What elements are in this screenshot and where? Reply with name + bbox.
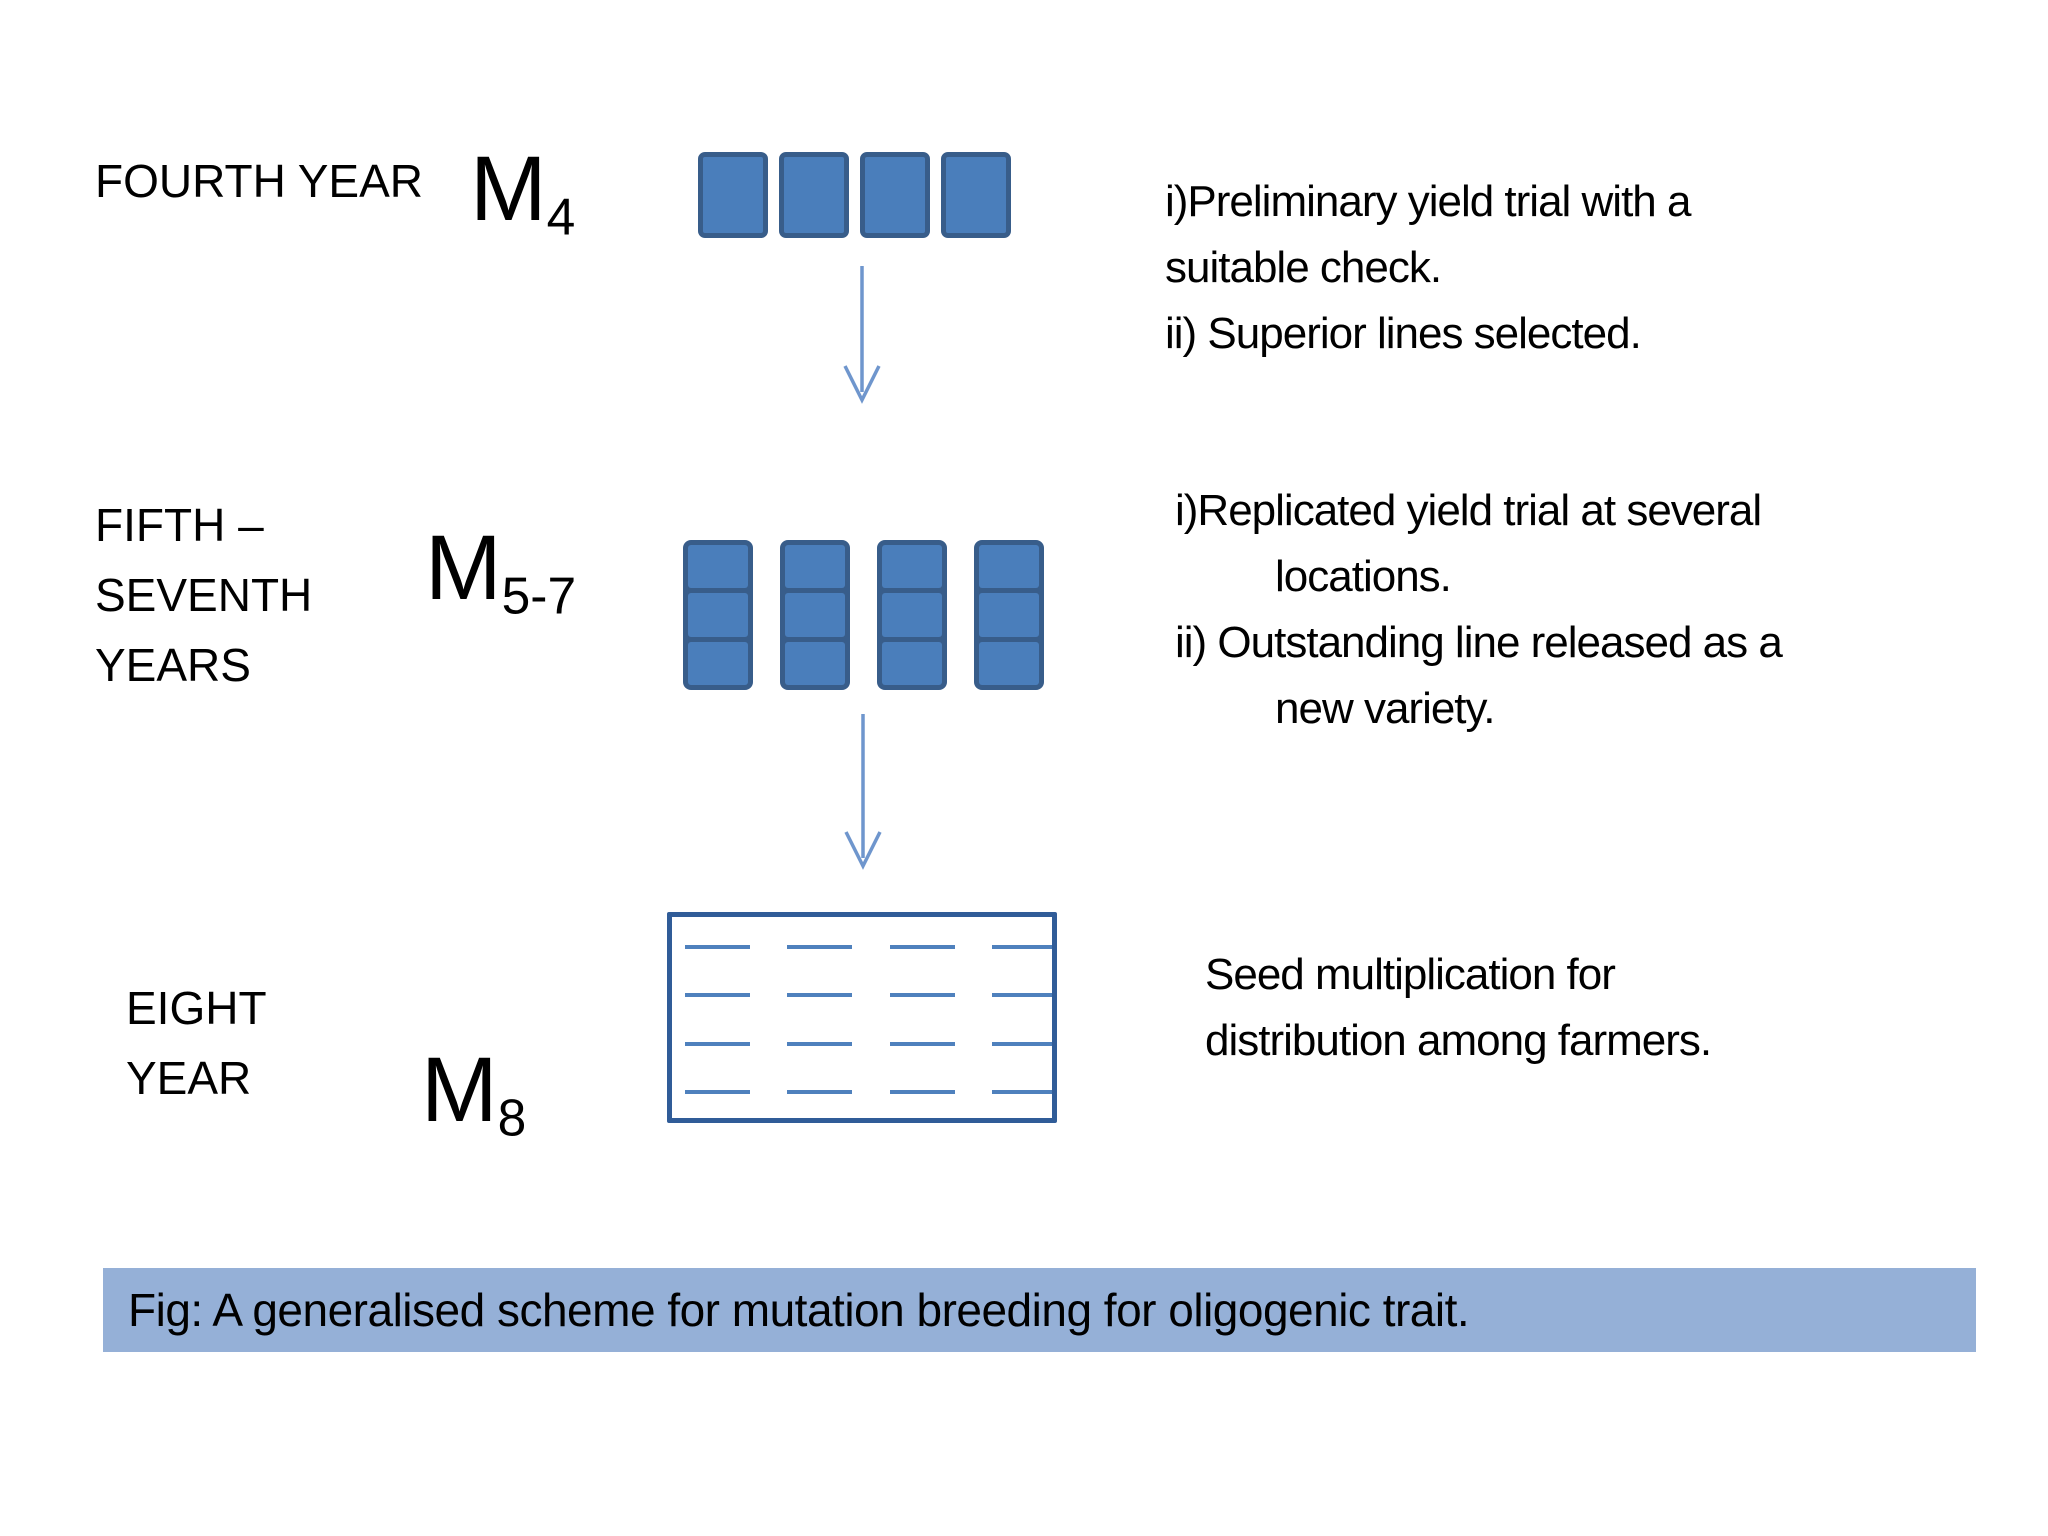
plot-cell	[979, 593, 1039, 637]
m5-7-notes: i)Replicated yield trial at several loca…	[1175, 478, 1783, 742]
seed-row-dash	[787, 945, 852, 949]
generation-label-m8: M8	[421, 1044, 526, 1144]
m5-7-plot-grid	[683, 540, 1044, 690]
down-arrow-icon	[844, 714, 882, 870]
generation-m8-base: M	[421, 1039, 498, 1141]
down-arrow-icon	[843, 266, 881, 404]
seed-row-dash	[992, 1090, 1052, 1094]
plot-square	[779, 152, 849, 238]
m4-note-line: suitable check.	[1165, 243, 1442, 292]
plot-cell	[979, 545, 1039, 589]
m4-plot-row	[698, 152, 1011, 238]
period-line: EIGHT	[126, 982, 267, 1034]
m8-note-line: Seed multiplication for	[1205, 950, 1616, 999]
m5-7-note-line: new variety.	[1275, 684, 1495, 733]
seed-row-dash	[992, 945, 1052, 949]
m8-notes: Seed multiplication for distribution amo…	[1205, 942, 1712, 1074]
plot-cell	[785, 641, 845, 685]
m5-7-note-line: locations.	[1275, 552, 1452, 601]
plot-square	[941, 152, 1011, 238]
plot-cell	[882, 641, 942, 685]
generation-m5-7-subscript: 5-7	[501, 566, 577, 625]
plot-cell	[688, 593, 748, 637]
plot-column	[683, 540, 753, 690]
plot-column	[974, 540, 1044, 690]
seed-row-dash	[685, 945, 750, 949]
plot-cell	[979, 641, 1039, 685]
generation-m5-7-base: M	[425, 517, 502, 619]
seed-row-dash	[787, 993, 852, 997]
seed-row-dash	[992, 993, 1052, 997]
seed-row-dash	[890, 993, 955, 997]
generation-m4-base: M	[470, 138, 547, 240]
plot-cell	[882, 545, 942, 589]
seed-row-dash	[685, 1090, 750, 1094]
figure-caption-text: Fig: A generalised scheme for mutation b…	[128, 1284, 1470, 1336]
generation-label-m4: M4	[470, 143, 575, 243]
plot-cell	[882, 593, 942, 637]
period-label-eight-year: EIGHT YEAR	[126, 973, 267, 1113]
plot-cell	[785, 593, 845, 637]
seed-row-dash	[890, 1090, 955, 1094]
seed-row-dash	[890, 945, 955, 949]
generation-m4-subscript: 4	[546, 187, 576, 246]
seed-row-dash	[992, 1042, 1052, 1046]
seed-row-dash	[787, 1042, 852, 1046]
seed-row-dash	[787, 1090, 852, 1094]
plot-cell	[785, 545, 845, 589]
period-line: FIFTH –	[95, 499, 264, 551]
plot-square	[698, 152, 768, 238]
period-label-fourth-year: FOURTH YEAR	[95, 155, 424, 207]
period-line: YEAR	[126, 1052, 252, 1104]
figure-caption-banner: Fig: A generalised scheme for mutation b…	[103, 1268, 1976, 1352]
period-label-fifth-seventh: FIFTH – SEVENTH YEARS	[95, 490, 312, 700]
plot-column	[780, 540, 850, 690]
generation-label-m5-7: M5-7	[425, 522, 576, 622]
period-line: YEARS	[95, 639, 251, 691]
plot-column	[877, 540, 947, 690]
m4-note-line: i)Preliminary yield trial with a	[1165, 177, 1691, 226]
period-line: SEVENTH	[95, 569, 313, 621]
plot-cell	[688, 641, 748, 685]
m4-notes: i)Preliminary yield trial with a suitabl…	[1165, 169, 1691, 367]
m8-note-line: distribution among farmers.	[1205, 1016, 1712, 1065]
generation-m8-subscript: 8	[497, 1088, 527, 1147]
m4-note-line: ii) Superior lines selected.	[1165, 309, 1642, 358]
m5-7-note-line: i)Replicated yield trial at several	[1175, 486, 1762, 535]
plot-cell	[688, 545, 748, 589]
seed-multiplication-box	[667, 912, 1057, 1123]
seed-row-dash	[890, 1042, 955, 1046]
seed-row-dash	[685, 1042, 750, 1046]
m5-7-note-line: ii) Outstanding line released as a	[1175, 618, 1783, 667]
seed-row-dash	[685, 993, 750, 997]
plot-square	[860, 152, 930, 238]
